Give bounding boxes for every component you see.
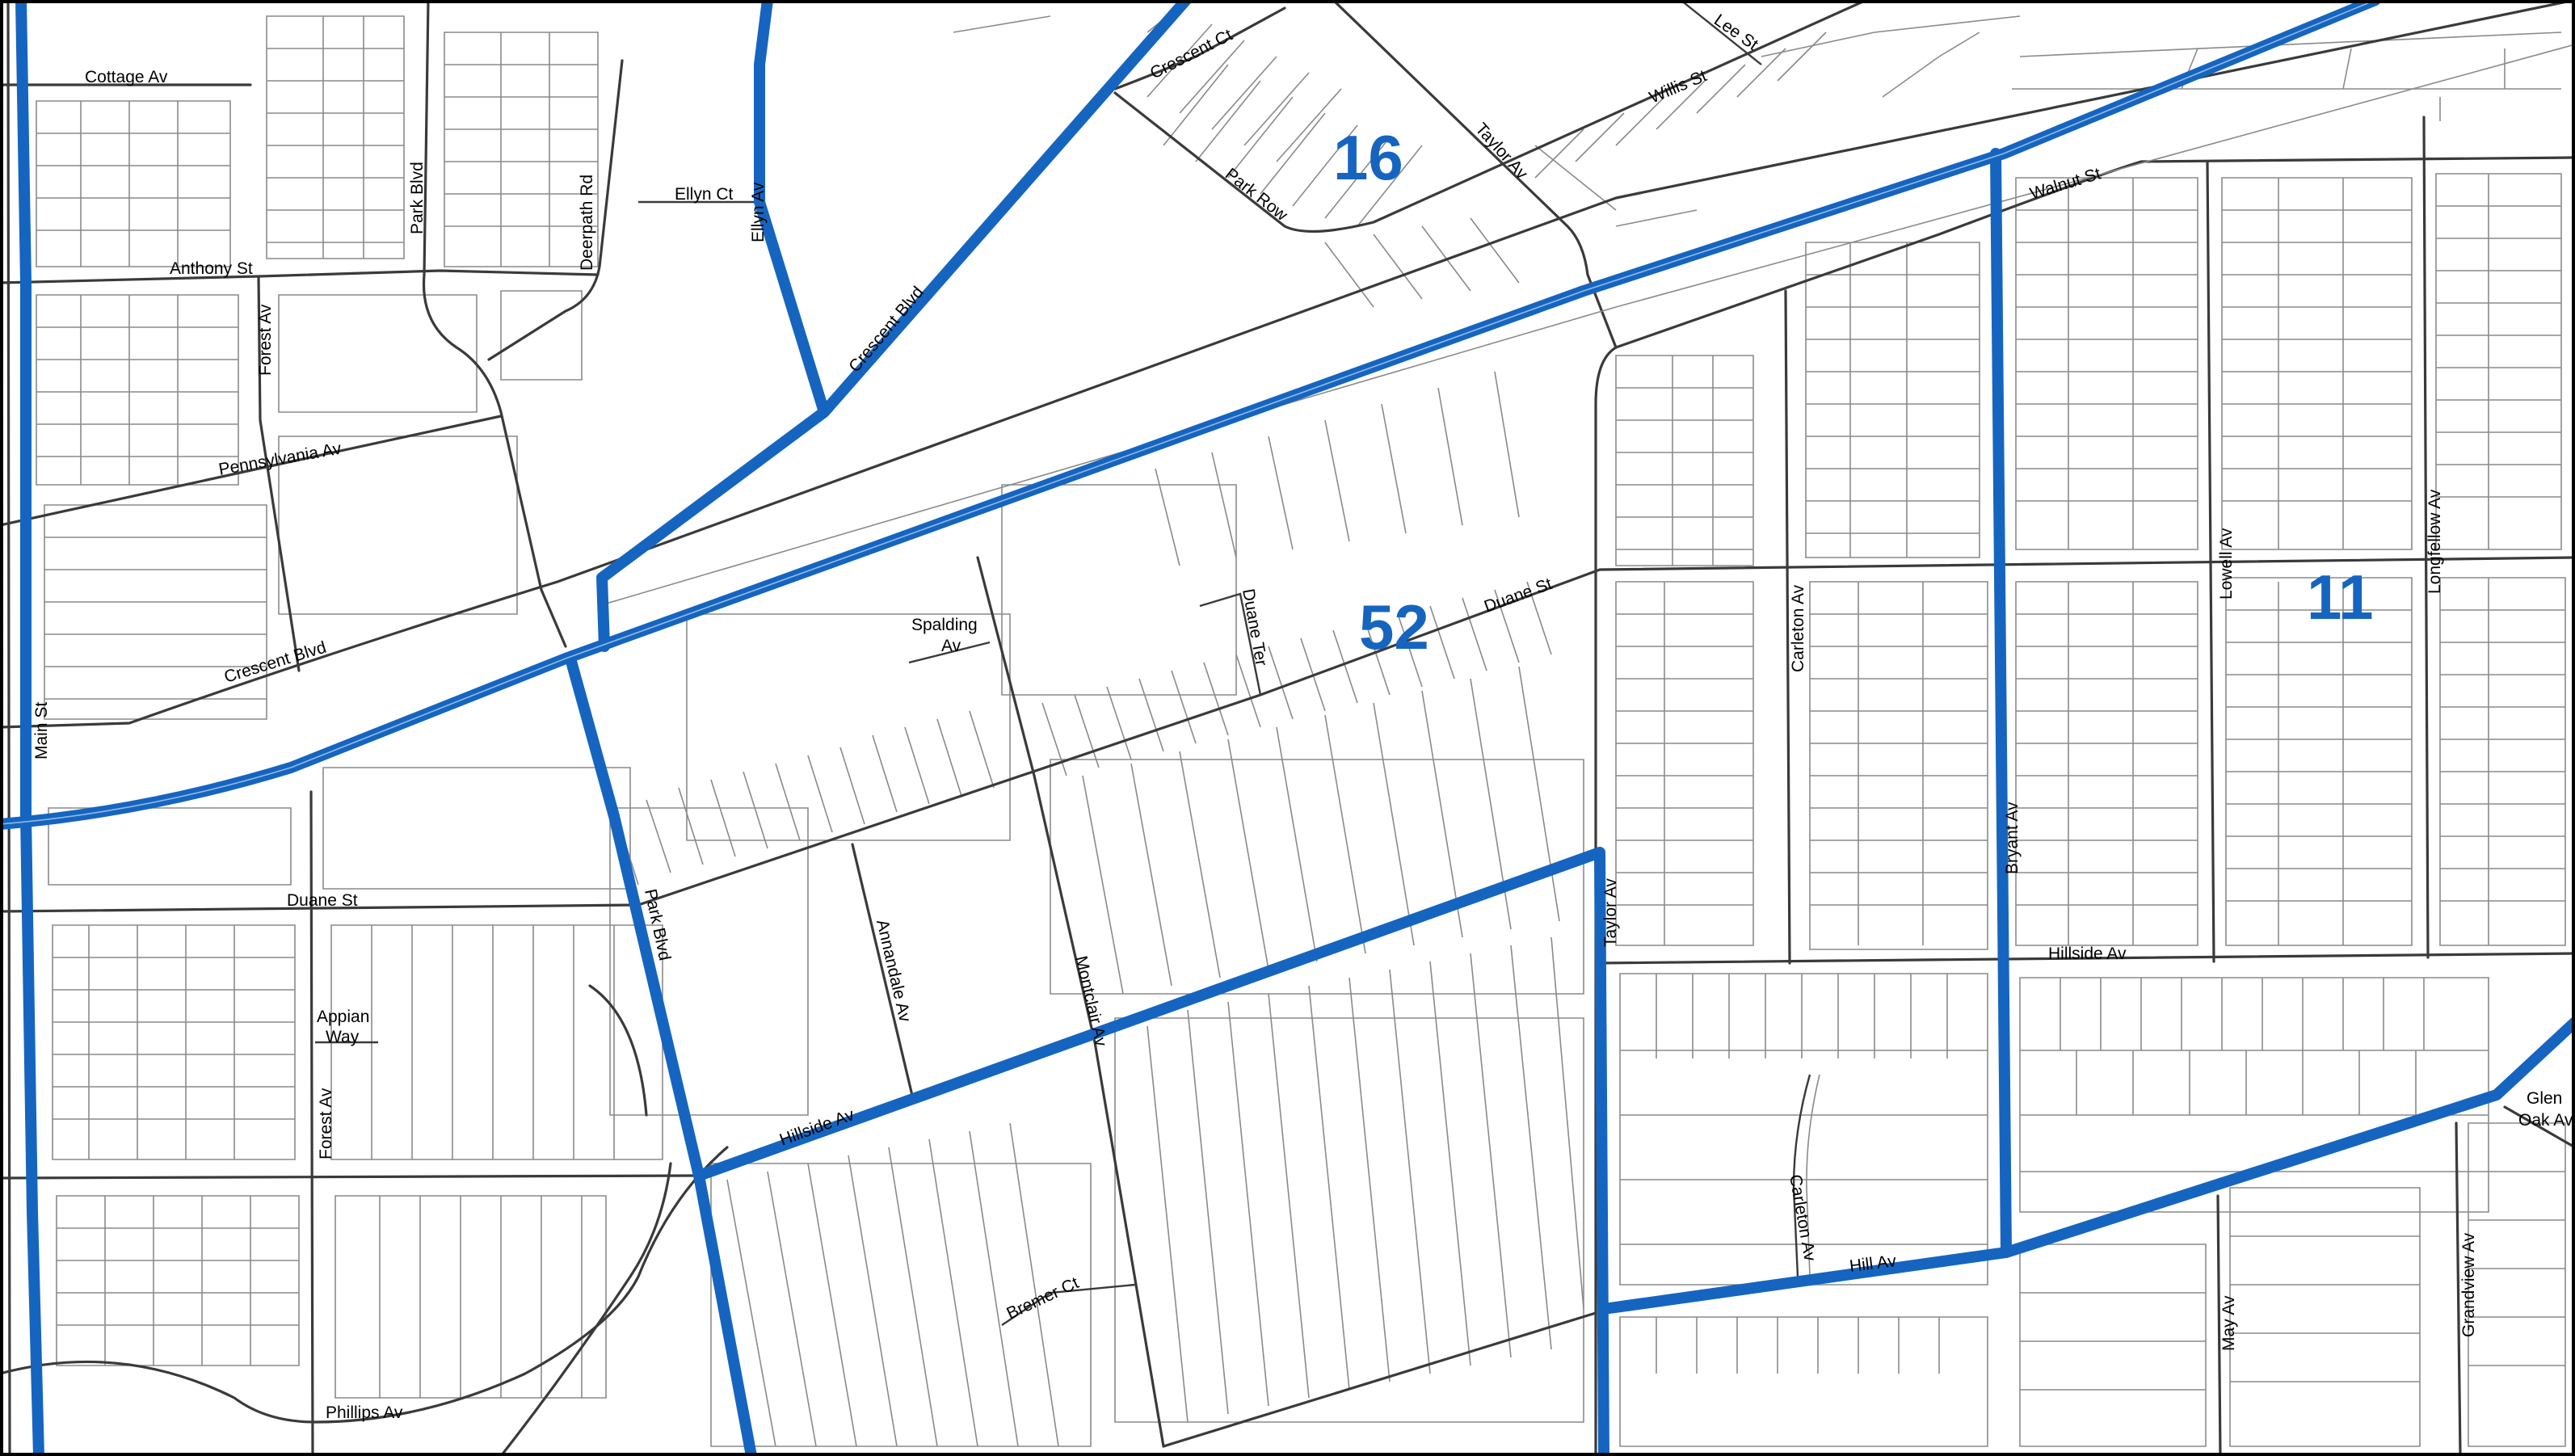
forest-av-north-line: [257, 275, 301, 672]
carleton-av-north-line: [1784, 289, 1791, 965]
label-glen-2: Oak Av: [2518, 1111, 2573, 1130]
annandale-av-line: [851, 843, 915, 1100]
ward-boundary-park-blvd: [565, 653, 757, 1456]
glen-oak-av-line: [2503, 1105, 2575, 1149]
forest-av-south-line: [309, 790, 314, 1456]
hillside-av-east-line: [1594, 952, 2575, 965]
park-blvd-north-line: [422, 0, 567, 648]
duane-ter-line: [1199, 592, 1262, 696]
label-spalding-2: Av: [941, 637, 961, 655]
label-carleton-av-north: Carleton Av: [1789, 584, 1807, 672]
grandview-av-line: [2455, 1121, 2462, 1456]
ward-11-label: 11: [2307, 562, 2373, 633]
crescent-blvd-west-line: [0, 580, 559, 729]
park-row-line: [1113, 0, 1868, 234]
montclair-av-line: [976, 556, 1165, 1448]
lowell-av-line: [2206, 160, 2215, 963]
ward-boundary-hillside-av: [693, 847, 1609, 1456]
park-blvd-south-edge: [588, 984, 648, 1117]
phillips-av-line: [0, 1146, 729, 1424]
carleton-av-south-edge: [1806, 1074, 1820, 1277]
label-lee-st: Lee St: [1710, 11, 1761, 54]
spalding-av-line: [908, 641, 991, 664]
label-park-row: Park Row: [1222, 165, 1292, 225]
pennsylvania-av-line: [0, 414, 503, 527]
taylor-av-south-line: [1594, 346, 1618, 1456]
label-duane-st-east: Duane St: [1482, 574, 1555, 616]
lee-st-line: [1680, 0, 1762, 65]
label-park-blvd-north: Park Blvd: [408, 162, 427, 234]
label-appian-1: Appian: [317, 1008, 369, 1026]
ward-52-label: 52: [1359, 591, 1429, 663]
expressway-north-edge: [556, 0, 2575, 583]
anthony-st-line: [0, 269, 600, 284]
label-deerpath-rd: Deerpath Rd: [578, 175, 596, 271]
label-bremer-ct: Bremer Ct: [1003, 1273, 1082, 1323]
carleton-av-south-line: [1792, 1074, 1811, 1277]
may-av-line: [2216, 1194, 2222, 1456]
label-anthony-st: Anthony St: [170, 259, 253, 278]
label-hillside-av-east: Hillside Av: [2048, 945, 2127, 963]
ward-boundary-ellyn-av: [754, 0, 830, 418]
label-duane-st-west: Duane St: [287, 891, 358, 910]
label-main-st: Main St: [32, 702, 51, 760]
label-appian-2: Way: [326, 1028, 360, 1046]
label-taylor-av-south: Taylor Av: [1601, 878, 1620, 947]
label-glen-1: Glen: [2527, 1089, 2562, 1108]
label-walnut-st: Walnut St: [2028, 164, 2103, 203]
deerpath-rd-line: [487, 59, 624, 361]
label-forest-av-north: Forest Av: [256, 304, 275, 376]
walnut-st-line: [1614, 156, 2575, 349]
label-may-av: May Av: [2219, 1295, 2238, 1351]
label-duane-ter: Duane Ter: [1239, 587, 1270, 667]
label-ellyn-ct: Ellyn Ct: [675, 185, 734, 204]
label-ellyn-av: Ellyn Av: [749, 182, 768, 242]
label-carleton-av-south: Carleton Av: [1786, 1173, 1820, 1263]
main-st-line: [6, 0, 11, 1456]
label-annandale-av: Annandale Av: [873, 918, 915, 1025]
crescent-ct-line: [1113, 6, 1286, 90]
ward-16-label: 16: [1333, 122, 1403, 193]
label-cottage-av: Cottage Av: [85, 68, 168, 86]
hillside-av-west-line: [0, 1174, 696, 1180]
bremer-ct-line: [1001, 1283, 1136, 1326]
ward-boundary-bryant-av: [1990, 148, 2012, 1258]
label-spalding-1: Spalding: [911, 616, 978, 634]
label-crescent-blvd-north: Crescent Blvd: [845, 283, 928, 376]
label-forest-av-south: Forest Av: [317, 1088, 335, 1159]
label-bryant-av: Bryant Av: [2003, 802, 2022, 874]
phillips-av-south-curve: [499, 1162, 672, 1456]
expressway-south-edge: [597, 44, 2575, 607]
ward-labels: 16 52 11: [1333, 122, 2373, 663]
south-road-line: [1162, 1311, 1597, 1448]
ward-boundary-north-diagonal: [596, 0, 1192, 652]
label-phillips-av: Phillips Av: [326, 1403, 403, 1422]
boundary-highlight: [0, 0, 2375, 824]
label-longfellow-av: Longfellow Av: [2426, 489, 2444, 594]
label-pennsylvania-av: Pennsylvania Av: [217, 439, 343, 478]
parcel-lines: [36, 0, 2566, 1447]
label-crescent-blvd-west: Crescent Blvd: [222, 638, 329, 687]
longfellow-av-line: [2422, 116, 2430, 959]
taylor-av-north-line: [1332, 0, 1618, 349]
label-lowell-av: Lowell Av: [2217, 528, 2236, 600]
label-willis-st: Willis St: [1647, 66, 1710, 107]
ward-boundary-hill-av: [1598, 1016, 2575, 1315]
label-grandview-av: Grandview Av: [2459, 1232, 2478, 1337]
